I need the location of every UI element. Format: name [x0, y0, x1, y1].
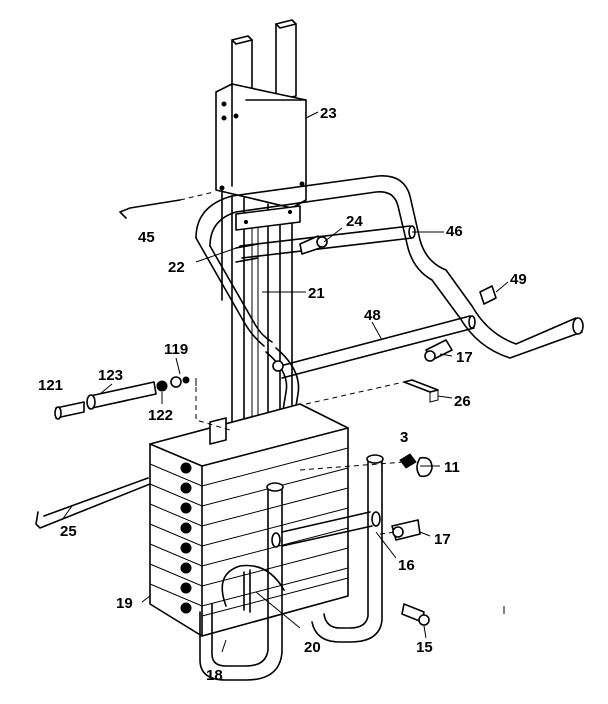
callout-labels: 23 45 24 46 22 21 49 48 119 17 121 123 1…: [38, 105, 527, 684]
callout-16: 16: [398, 557, 415, 574]
leader-lines: [61, 111, 509, 653]
callout-46: 46: [446, 223, 463, 240]
callout-123: 123: [98, 367, 123, 384]
callout-121: 121: [38, 377, 63, 394]
callout-25: 25: [60, 523, 77, 540]
callout-18: 18: [206, 667, 223, 684]
callout-122: 122: [148, 407, 173, 424]
callout-49: 49: [510, 271, 527, 288]
callout-11: 11: [444, 459, 460, 476]
callout-17-lower: 17: [434, 531, 451, 548]
callout-3: 3: [400, 429, 408, 446]
upright-column: [215, 19, 307, 445]
callout-20: 20: [304, 639, 321, 656]
callout-21: 21: [308, 285, 325, 302]
callout-22: 22: [168, 259, 185, 276]
base-frame: [199, 454, 384, 681]
handle-bar-46: [195, 175, 584, 359]
callout-24: 24: [346, 213, 363, 230]
callout-17-upper: 17: [456, 349, 473, 366]
callout-119: 119: [164, 341, 188, 358]
callout-45: 45: [138, 229, 155, 246]
callout-19: 19: [116, 595, 133, 612]
callout-26: 26: [454, 393, 471, 410]
callout-23: 23: [320, 105, 337, 122]
hardware-parts: [35, 191, 497, 626]
callout-15: 15: [416, 639, 433, 656]
callout-48: 48: [364, 307, 381, 324]
weight-stack: [149, 403, 349, 637]
